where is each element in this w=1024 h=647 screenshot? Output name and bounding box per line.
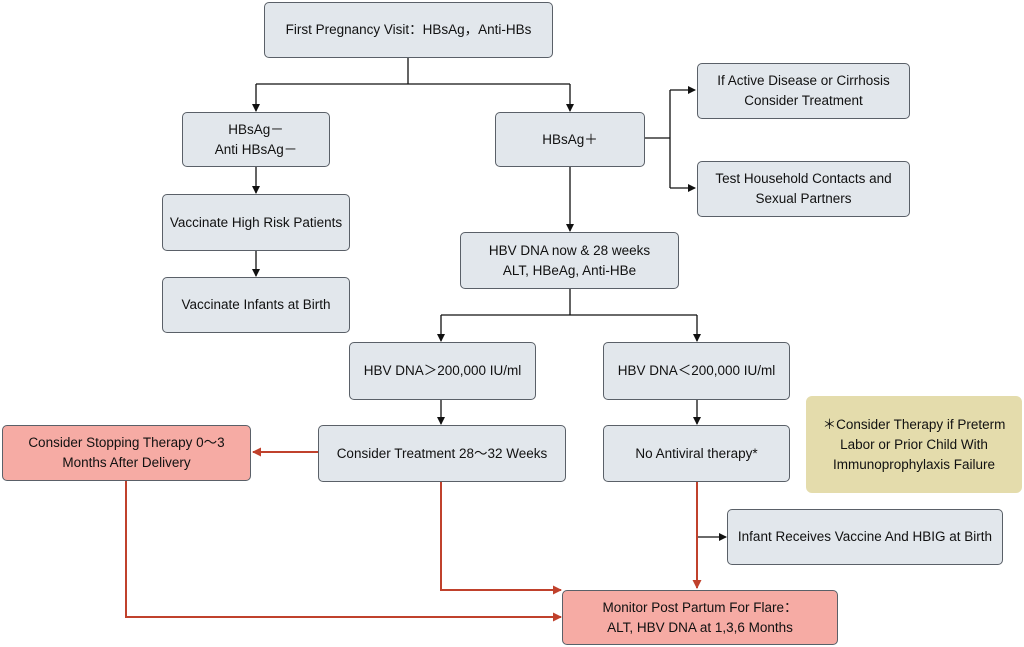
hbv-dna-tests-line-2: ALT, HBeAg, Anti-HBe bbox=[502, 262, 637, 278]
vaccinate-infants-line-1: Vaccinate Infants at Birth bbox=[181, 297, 331, 312]
preterm-note-line-3: Immunoprophylaxis Failure bbox=[832, 456, 996, 472]
vaccinate-high-risk-box: Vaccinate High Risk Patients bbox=[162, 194, 350, 251]
consider-treatment-box: Consider Treatment 28～32 Weeks bbox=[318, 425, 566, 482]
hbsag-positive-box: HBsAg＋ bbox=[495, 112, 645, 167]
connector-dna-split bbox=[441, 288, 697, 316]
consider-treatment-line-1: Consider Treatment 28～32 Weeks bbox=[336, 445, 548, 461]
hbsag-negative-line-1: HBsAg－ bbox=[228, 121, 284, 137]
hbsag-negative-box: HBsAg－ Anti HBsAg－ bbox=[182, 112, 330, 167]
hbsag-negative-line-2: Anti HBsAg－ bbox=[214, 141, 298, 157]
hbsag-positive-line-1: HBsAg＋ bbox=[542, 131, 598, 147]
hbv-dna-tests-box: HBV DNA now & 28 weeks ALT, HBeAg, Anti-… bbox=[460, 232, 679, 289]
active-disease-line-1: If Active Disease or Cirrhosis bbox=[717, 73, 890, 88]
no-antiviral-box: No Antiviral therapy* bbox=[603, 425, 790, 482]
household-contacts-line-1: Test Household Contacts and bbox=[715, 171, 892, 186]
dna-high-line-1: HBV DNA＞200,000 IU/ml bbox=[363, 363, 522, 378]
connector-pos-right bbox=[644, 90, 671, 188]
household-contacts-line-2: Sexual Partners bbox=[755, 191, 852, 206]
consider-stopping-line-2: Months After Delivery bbox=[62, 455, 191, 470]
vaccinate-high-risk-line-1: Vaccinate High Risk Patients bbox=[169, 214, 343, 230]
consider-stopping-line-1: Consider Stopping Therapy 0～3 bbox=[28, 435, 225, 450]
consider-stopping-box: Consider Stopping Therapy 0～3 Months Aft… bbox=[2, 425, 251, 481]
active-disease-line-2: Consider Treatment bbox=[744, 93, 863, 108]
first-visit-box: First Pregnancy Visit：HBsAg，Anti-HBs bbox=[264, 2, 553, 58]
hbv-dna-tests-line-1: HBV DNA now & 28 weeks bbox=[488, 242, 651, 258]
dna-low-line-1: HBV DNA＜200,000 IU/ml bbox=[617, 363, 776, 378]
monitor-postpartum-line-2: ALT, HBV DNA at 1,3,6 Months bbox=[607, 619, 793, 635]
infant-vaccine-line-1: Infant Receives Vaccine And HBIG at Birt… bbox=[737, 529, 993, 544]
monitor-postpartum-line-1: Monitor Post Partum For Flare： bbox=[602, 599, 798, 615]
no-antiviral-line-1: No Antiviral therapy* bbox=[635, 445, 758, 461]
red-arrow-stopping-to-monitor bbox=[125, 480, 562, 622]
household-contacts-box: Test Household Contacts and Sexual Partn… bbox=[697, 161, 910, 217]
preterm-note-line-1: ＊Consider Therapy if Preterm bbox=[822, 416, 1006, 432]
preterm-note-line-2: Labor or Prior Child With bbox=[840, 436, 988, 452]
dna-low-box: HBV DNA＜200,000 IU/ml bbox=[603, 342, 790, 400]
active-disease-box: If Active Disease or Cirrhosis Consider … bbox=[697, 63, 910, 119]
vaccinate-infants-box: Vaccinate Infants at Birth bbox=[162, 277, 350, 333]
infant-vaccine-box: Infant Receives Vaccine And HBIG at Birt… bbox=[727, 509, 1003, 565]
first-visit-line-1: First Pregnancy Visit：HBsAg，Anti-HBs bbox=[285, 22, 532, 37]
monitor-postpartum-box: Monitor Post Partum For Flare： ALT, HBV … bbox=[562, 590, 838, 645]
red-arrow-treatment-to-monitor bbox=[440, 482, 562, 595]
preterm-note-box: ＊Consider Therapy if Preterm Labor or Pr… bbox=[806, 396, 1022, 493]
dna-high-box: HBV DNA＞200,000 IU/ml bbox=[349, 342, 536, 400]
connector-visit-split bbox=[256, 57, 570, 85]
